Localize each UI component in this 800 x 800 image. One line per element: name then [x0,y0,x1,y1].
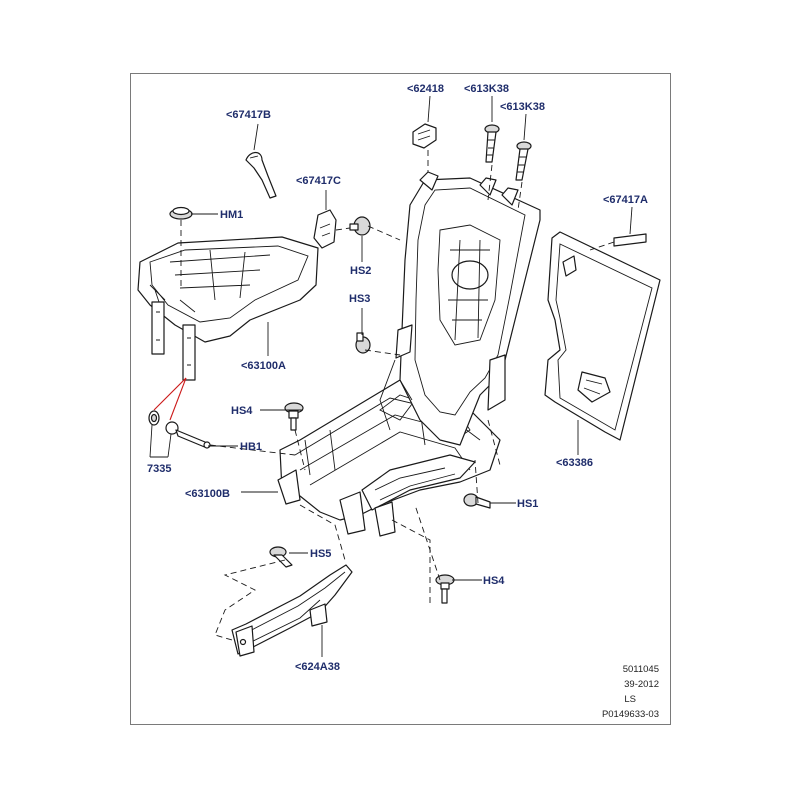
hb1-bolt-part [165,421,211,449]
drawing-code: LS [624,694,636,705]
drawing-date: 39-2012 [624,679,659,690]
callout-63386: <63386 [556,457,593,469]
back-panel-part [544,231,661,441]
hs4-bolt-upper-part [284,402,304,431]
callout-hs1: HS1 [517,498,538,510]
nut-7335-part [148,410,160,426]
callout-67417a: <67417A [603,194,648,206]
diagram-frame [130,73,671,725]
callout-63100b: <63100B [185,488,230,500]
callout-613k38-right: <613K38 [500,101,545,113]
red-leader-lines [153,377,187,421]
stud-613k38-right-part [515,141,532,181]
leader-lines [149,95,633,657]
seat-cushion-part [137,236,319,381]
callout-hs4-lower: HS4 [483,575,505,587]
callout-hs5: HS5 [310,548,331,560]
callout-hs2: HS2 [350,265,371,277]
callout-63100a: <63100A [241,360,286,372]
illustration-reference: P0149633-03 [602,709,659,720]
callout-613k38-left: <613K38 [464,83,509,95]
callout-67417c: <67417C [296,175,341,187]
hs2-stud-part [349,216,371,236]
assembly-lines [209,150,615,641]
callout-hm1: HM1 [220,209,243,221]
callout-624a38: <624A38 [295,661,340,673]
rail-bracket-624a38-part [231,564,353,657]
cover-strip-67417b-part [245,151,277,199]
drawing-number: 5011045 [623,664,659,675]
callout-hb1: HB1 [240,441,262,453]
hs3-stud-part [355,332,371,354]
callout-67417b: <67417B [226,109,271,121]
tag-67417a-part [613,233,647,247]
callout-7335: 7335 [147,463,171,475]
hs1-bolt-part [463,493,491,509]
stud-613k38-left-part [484,124,500,163]
hs4-bolt-lower-part [435,574,455,604]
bracket-67417c-part [313,209,337,249]
clip-62418-part [412,123,437,149]
callout-hs3: HS3 [349,293,370,305]
seat-back-frame-part [379,171,541,446]
hs5-bolt-part [269,546,293,568]
hm1-plug-part [169,206,193,290]
callout-hs4-upper: HS4 [231,405,253,417]
callout-62418: <62418 [407,83,444,95]
